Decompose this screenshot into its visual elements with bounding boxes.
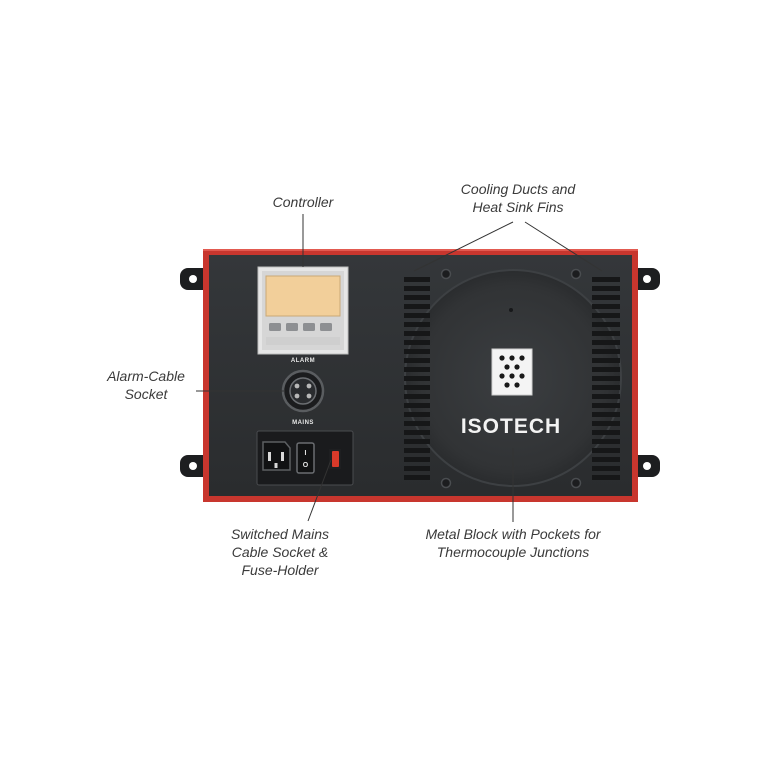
callout-cooling-line-1: Cooling Ducts and	[460, 181, 576, 197]
vent-slot	[404, 385, 430, 390]
vent-slot	[404, 286, 430, 291]
vent-slot	[404, 313, 430, 318]
callout-mains-line-1: Switched Mains	[230, 526, 330, 542]
vent-slot	[592, 412, 620, 417]
mains-switch[interactable]: I O	[296, 442, 315, 474]
vent-slot	[592, 385, 620, 390]
controller-button-2[interactable]	[286, 323, 298, 331]
callout-alarm-socket: Alarm-Cable Socket	[96, 367, 196, 403]
callout-cooling-ducts: Cooling Ducts and Heat Sink Fins	[433, 180, 603, 216]
callout-mains-line-3: Fuse-Holder	[241, 562, 319, 578]
vent-slot	[592, 358, 620, 363]
controller-button-4[interactable]	[320, 323, 332, 331]
vent-slot	[404, 358, 430, 363]
callout-controller: Controller	[263, 193, 343, 211]
vent-slot	[592, 295, 620, 300]
vent-slot	[404, 394, 430, 399]
vent-slot	[404, 403, 430, 408]
vent-slot	[404, 277, 430, 282]
controller-button-3[interactable]	[303, 323, 315, 331]
vent-slot	[592, 367, 620, 372]
vent-slot	[592, 466, 620, 471]
metal-block	[491, 348, 533, 396]
controller-button-1[interactable]	[269, 323, 281, 331]
vent-slot	[404, 466, 430, 471]
vent-slot	[592, 475, 620, 480]
vent-slot	[404, 412, 430, 417]
alarm-label: ALARM	[291, 358, 315, 364]
vent-slot	[404, 457, 430, 462]
vent-slot	[404, 304, 430, 309]
vent-slot	[404, 349, 430, 354]
controller	[257, 266, 349, 355]
callout-block-line-1: Metal Block with Pockets for	[425, 526, 601, 542]
vent-slot	[592, 340, 620, 345]
leader-cooling-left	[413, 221, 514, 272]
vent-slot	[404, 331, 430, 336]
controller-buttons	[269, 323, 332, 331]
vent-slot	[592, 430, 620, 435]
vent-slot	[592, 286, 620, 291]
vent-slot	[404, 430, 430, 435]
callout-alarm-line-2: Socket	[124, 386, 168, 402]
alarm-cable-socket[interactable]	[281, 369, 325, 413]
mains-label: MAINS	[292, 420, 314, 426]
block-centre-hole	[509, 308, 513, 312]
vent-slot	[592, 331, 620, 336]
brand-logo: ISOTECH	[461, 415, 561, 438]
vent-slot	[592, 439, 620, 444]
switch-off-label: O	[303, 462, 309, 469]
callout-mains-line-2: Cable Socket &	[231, 544, 329, 560]
leader-mains	[307, 459, 332, 522]
vent-slot	[404, 421, 430, 426]
vent-slot	[592, 322, 620, 327]
thermocouple-pockets	[499, 355, 525, 388]
callout-controller-text: Controller	[272, 194, 334, 210]
switch-on-label: I	[305, 450, 307, 457]
vent-slot	[592, 403, 620, 408]
vent-slot	[404, 376, 430, 381]
vent-slot	[592, 457, 620, 462]
callout-metal-block: Metal Block with Pockets for Thermocoupl…	[413, 525, 613, 561]
vent-slot	[592, 448, 620, 453]
cooling-duct-left	[404, 277, 430, 480]
cooling-duct-right	[592, 277, 620, 480]
vent-slot	[592, 394, 620, 399]
callout-block-line-2: Thermocouple Junctions	[436, 544, 590, 560]
vent-slot	[592, 277, 620, 282]
controller-display	[265, 275, 341, 317]
vent-slot	[592, 349, 620, 354]
vent-slot	[404, 295, 430, 300]
vent-slot	[592, 304, 620, 309]
vent-slot	[592, 421, 620, 426]
mains-module: I O	[256, 430, 354, 486]
vent-slot	[404, 448, 430, 453]
block-screws	[440, 268, 582, 489]
callout-cooling-line-2: Heat Sink Fins	[472, 199, 564, 215]
vent-slot	[404, 367, 430, 372]
leader-cooling-right	[524, 221, 603, 272]
vent-slot	[404, 475, 430, 480]
vent-slot	[404, 439, 430, 444]
leader-lines	[196, 214, 603, 522]
callout-alarm-line-1: Alarm-Cable	[107, 368, 185, 384]
fuse-holder[interactable]	[329, 449, 341, 469]
vent-slot	[404, 322, 430, 327]
callout-mains-socket: Switched Mains Cable Socket & Fuse-Holde…	[215, 525, 345, 579]
vent-slot	[404, 340, 430, 345]
mains-cable-socket[interactable]	[262, 441, 291, 471]
vent-slot	[592, 376, 620, 381]
vent-slot	[592, 313, 620, 318]
